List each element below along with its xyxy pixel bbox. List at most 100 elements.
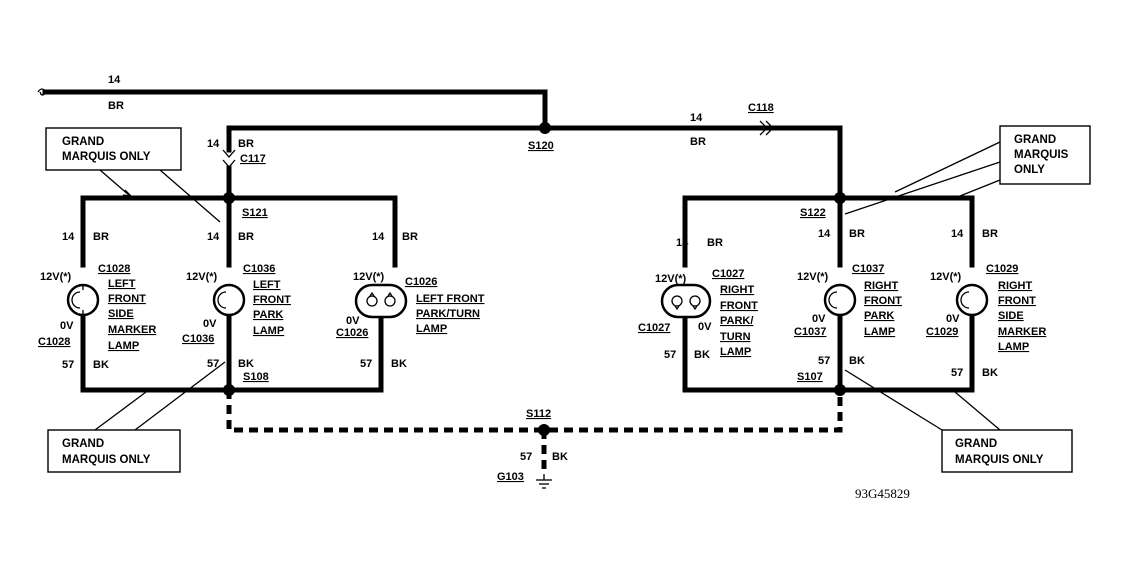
lamps-1-name-0-text: LEFT bbox=[253, 279, 281, 291]
lamps-1-name-2-text: PARK bbox=[253, 309, 283, 321]
notes-top-left-1-text: MARQUIS ONLY bbox=[62, 151, 151, 163]
lamps-3-name-3-text: TURN bbox=[720, 331, 751, 343]
feed-wire bbox=[42, 89, 548, 131]
lamp-icon-left-marker bbox=[66, 283, 100, 317]
lamp-icon-right-marker bbox=[955, 283, 989, 317]
lamps-1-name-3-text: LAMP bbox=[253, 325, 284, 337]
lamp-icon-left-park bbox=[212, 283, 246, 317]
lamps-0-color-bottom-text: BK bbox=[93, 359, 109, 371]
note-bottom-right: GRAND MARQUIS ONLY bbox=[844, 369, 1073, 473]
lamps-1-color-top-text: BR bbox=[238, 231, 254, 243]
lamps-4-name-2-text: PARK bbox=[864, 310, 894, 322]
lamps-5-zero-v-text: 0V bbox=[946, 313, 960, 325]
feed-color: BR bbox=[108, 100, 124, 112]
figure-id: 93G45829 bbox=[855, 486, 910, 501]
c117-wire-gauge: 14 bbox=[207, 138, 220, 150]
main-wire-gauge: 14 bbox=[690, 112, 703, 124]
ground-wiring bbox=[80, 315, 975, 474]
lamps-2-zero-v-text: 0V bbox=[346, 315, 360, 327]
lamps-1-name-1-text: FRONT bbox=[253, 294, 291, 306]
lamps-4-color-top-text: BR bbox=[849, 228, 865, 240]
lamps-3-gauge-top-text: 14 bbox=[676, 237, 689, 249]
splice-s121-label: S121 bbox=[242, 207, 268, 219]
lamps-4-color-bottom-text: BK bbox=[849, 355, 865, 367]
notes-bottom-left-0-text: GRAND bbox=[62, 438, 104, 450]
lamps-0-name-1-text: FRONT bbox=[108, 293, 146, 305]
lamps-0-gauge-top-text: 14 bbox=[62, 231, 75, 243]
main-wire-color: BR bbox=[690, 136, 706, 148]
lamps-3-voltage-text: 12V(*) bbox=[655, 273, 687, 285]
lamps-2-name-1-text: PARK/TURN bbox=[416, 308, 480, 320]
ground-label: G103 bbox=[497, 471, 524, 483]
lamps-3-name-4-text: LAMP bbox=[720, 346, 751, 358]
lamps-5-connector-bottom-text: C1029 bbox=[926, 326, 958, 338]
lamps-5-voltage-text: 12V(*) bbox=[930, 271, 962, 283]
lamps-4-connector-text: C1037 bbox=[852, 263, 884, 275]
lamp-left-front-park-turn: 14 BR 12V(*) C1026 0V C1026 57 BK LEFT F… bbox=[336, 231, 485, 370]
lamps-5-name-3-text: MARKER bbox=[998, 326, 1046, 338]
lamps-5-color-bottom-text: BK bbox=[982, 367, 998, 379]
lamps-1-gauge-top-text: 14 bbox=[207, 231, 220, 243]
lamps-5-gauge-bottom-text: 57 bbox=[951, 367, 963, 379]
lamps-4-gauge-top-text: 14 bbox=[818, 228, 831, 240]
connector-c118-label: C118 bbox=[748, 102, 774, 114]
splice-nodes bbox=[223, 122, 846, 436]
splice-s108-dot bbox=[223, 384, 235, 396]
left-power-bus bbox=[80, 195, 398, 268]
lamps-5-name-1-text: FRONT bbox=[998, 295, 1036, 307]
splice-s120-dot bbox=[539, 122, 551, 134]
lamps-1-gauge-bottom-text: 57 bbox=[207, 358, 219, 370]
notes-bottom-right-0-text: GRAND bbox=[955, 438, 997, 450]
lamps-5-color-top-text: BR bbox=[982, 228, 998, 240]
lamps-0-name-0-text: LEFT bbox=[108, 278, 136, 290]
splice-s108-label: S108 bbox=[243, 371, 269, 383]
lamps-4-zero-v-text: 0V bbox=[812, 313, 826, 325]
lamp-left-front-side-marker: 14 BR 12V(*) C1028 0V C1028 57 BK LEFT F… bbox=[38, 231, 156, 371]
notes-bottom-right-1-text: MARQUIS ONLY bbox=[955, 454, 1044, 466]
ground-link-wire bbox=[226, 390, 843, 433]
lamps-1-connector-bottom-text: C1036 bbox=[182, 333, 214, 345]
lamps-4-name-3-text: LAMP bbox=[864, 326, 895, 338]
lamps-0-zero-v-text: 0V bbox=[60, 320, 74, 332]
main-power-wire bbox=[226, 125, 843, 201]
splice-s107-label: S107 bbox=[797, 371, 823, 383]
lamps-3-zero-v-text: 0V bbox=[698, 321, 712, 333]
lamps-2-voltage-text: 12V(*) bbox=[353, 271, 385, 283]
lamps-5-name-0-text: RIGHT bbox=[998, 280, 1033, 292]
lamps-3-name-0-text: RIGHT bbox=[720, 284, 755, 296]
lamps-3-connector-bottom-text: C1027 bbox=[638, 322, 670, 334]
lamps-0-name-2-text: SIDE bbox=[108, 308, 134, 320]
connector-c117-label: C117 bbox=[240, 153, 266, 165]
lamps-0-name-3-text: MARKER bbox=[108, 324, 156, 336]
splice-s112-dot bbox=[538, 424, 550, 436]
lamps-1-zero-v-text: 0V bbox=[203, 318, 217, 330]
splice-s107-dot bbox=[834, 384, 846, 396]
ground-gauge: 57 bbox=[520, 451, 532, 463]
notes-top-left-0-text: GRAND bbox=[62, 136, 104, 148]
notes-top-right-0-text: GRAND bbox=[1014, 134, 1056, 146]
note-bottom-left: GRAND MARQUIS ONLY bbox=[47, 361, 226, 473]
lamps-0-voltage-text: 12V(*) bbox=[40, 271, 72, 283]
lamps-2-connector-bottom-text: C1026 bbox=[336, 327, 368, 339]
lamps-2-name-2-text: LAMP bbox=[416, 323, 447, 335]
lamp-right-front-side-marker: 14 BR 12V(*) C1029 0V C1029 57 BK RIGHT … bbox=[926, 228, 1046, 379]
notes-top-right-2-text: ONLY bbox=[1014, 164, 1045, 176]
lamps-3-color-bottom-text: BK bbox=[694, 349, 710, 361]
ground-icon bbox=[536, 474, 552, 489]
lamps-2-color-bottom-text: BK bbox=[391, 358, 407, 370]
lamps-4-voltage-text: 12V(*) bbox=[797, 271, 829, 283]
splice-s112-label: S112 bbox=[526, 408, 551, 420]
lamps-4-name-0-text: RIGHT bbox=[864, 280, 899, 292]
note-top-right: GRAND MARQUIS ONLY bbox=[844, 125, 1091, 215]
power-wiring bbox=[37, 88, 975, 268]
notes-bottom-left-1-text: MARQUIS ONLY bbox=[62, 454, 151, 466]
lamp-right-front-park-turn: 14 BR 12V(*) C1027 0V C1027 57 BK RIGHT … bbox=[638, 237, 758, 361]
lamps-1-voltage-text: 12V(*) bbox=[186, 271, 218, 283]
right-ground-bus bbox=[682, 315, 975, 393]
lamps-1-color-bottom-text: BK bbox=[238, 358, 254, 370]
splice-s121-dot bbox=[223, 192, 235, 204]
lamps-5-name-2-text: SIDE bbox=[998, 310, 1024, 322]
c118-connector-icon bbox=[759, 120, 774, 136]
feed-gauge: 14 bbox=[108, 74, 121, 86]
